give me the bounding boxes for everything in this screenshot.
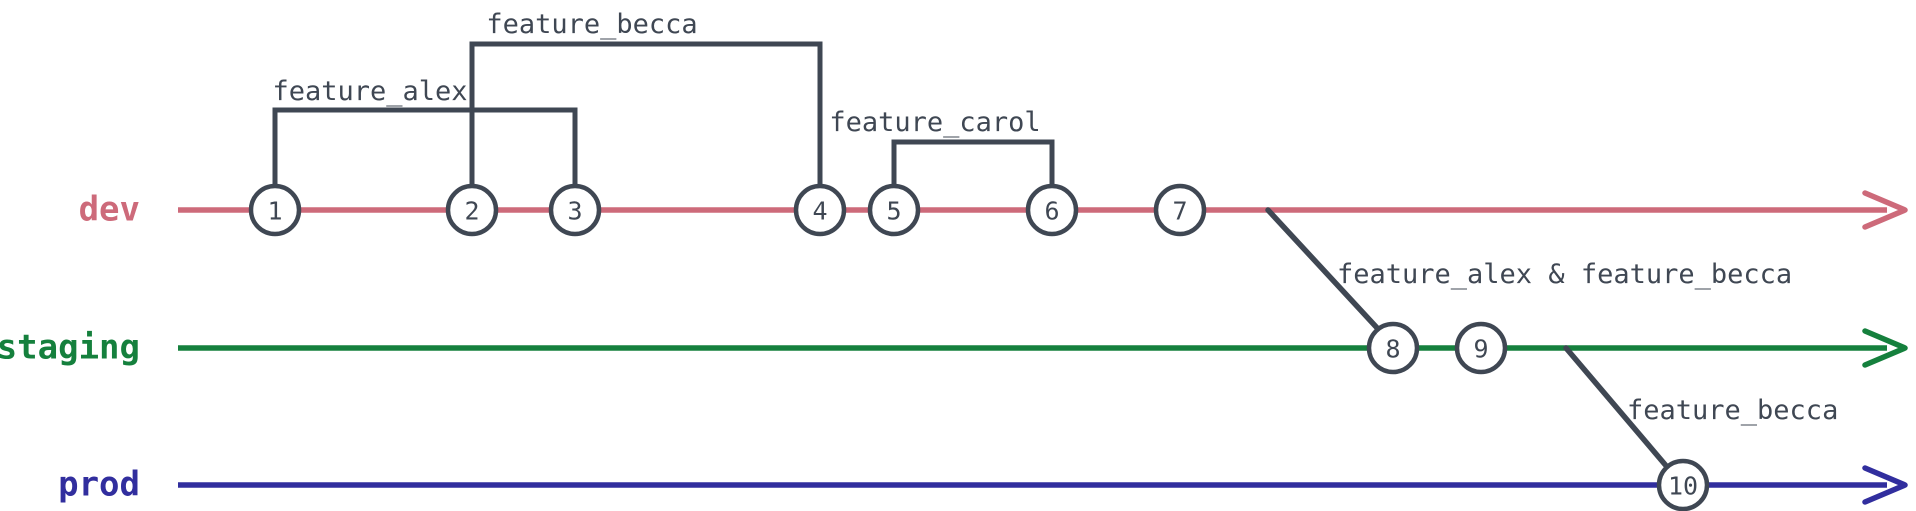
- branch-arrow-prod: [1862, 465, 1908, 505]
- commit-nodes-group: 1 2 3 4 5 6 7 8 9 10: [248, 183, 1710, 511]
- commit-node-label-8: 8: [1385, 335, 1400, 364]
- commit-node-circle-5: [867, 183, 921, 237]
- commit-node-10[interactable]: 10: [1656, 458, 1710, 511]
- feature-label-feature_alex: feature_alex: [272, 76, 467, 107]
- commit-node-circle-3: [548, 183, 602, 237]
- branch-label-staging: staging: [0, 328, 140, 368]
- branch-label-dev: dev: [79, 190, 140, 230]
- commit-node-4[interactable]: 4: [793, 183, 847, 237]
- merge-label-staging-to-prod: feature_becca: [1627, 395, 1838, 426]
- commit-node-circle-8: [1366, 321, 1420, 375]
- merge-edge-staging-to-prod: [1563, 345, 1671, 471]
- commit-node-label-5: 5: [886, 197, 901, 226]
- commit-node-7[interactable]: 7: [1153, 183, 1207, 237]
- commit-node-circle-6: [1025, 183, 1079, 237]
- feature-bracket-feature_alex: [272, 107, 578, 186]
- commit-node-label-9: 9: [1473, 335, 1488, 364]
- commit-node-label-7: 7: [1172, 197, 1187, 226]
- commit-node-2[interactable]: 2: [445, 183, 499, 237]
- merge-label-dev-to-staging: feature_alex & feature_becca: [1337, 259, 1792, 290]
- commit-node-label-1: 1: [267, 197, 282, 226]
- commit-node-label-10: 10: [1668, 472, 1698, 501]
- merge-edge-dev-to-staging: [1265, 207, 1382, 333]
- commit-node-circle-4: [793, 183, 847, 237]
- commit-node-label-6: 6: [1044, 197, 1059, 226]
- commit-node-5[interactable]: 5: [867, 183, 921, 237]
- commit-node-circle-1: [248, 183, 302, 237]
- commit-node-label-4: 4: [812, 197, 827, 226]
- merge-edges-group: [1265, 207, 1671, 471]
- commit-node-label-3: 3: [567, 197, 582, 226]
- branch-label-prod: prod: [58, 465, 140, 505]
- commit-node-9[interactable]: 9: [1454, 321, 1508, 375]
- commit-node-1[interactable]: 1: [248, 183, 302, 237]
- commit-node-3[interactable]: 3: [548, 183, 602, 237]
- feature-label-feature_carol: feature_carol: [829, 107, 1040, 138]
- feature-brackets-group: [272, 41, 1055, 186]
- commit-node-circle-9: [1454, 321, 1508, 375]
- branch-lines-group: [178, 190, 1908, 505]
- branch-arrow-dev: [1862, 190, 1908, 230]
- commit-node-circle-10: [1656, 458, 1710, 511]
- branch-labels-group: dev staging prod: [0, 190, 140, 505]
- feature-bracket-feature_becca: [469, 41, 823, 186]
- commit-node-circle-2: [445, 183, 499, 237]
- branch-arrow-staging: [1862, 328, 1908, 368]
- feature-label-feature_becca: feature_becca: [486, 9, 697, 40]
- commit-node-circle-7: [1153, 183, 1207, 237]
- commit-node-6[interactable]: 6: [1025, 183, 1079, 237]
- commit-node-8[interactable]: 8: [1366, 321, 1420, 375]
- text-labels-group: feature_alexfeature_beccafeature_carolfe…: [272, 9, 1838, 426]
- feature-bracket-feature_carol: [891, 139, 1055, 186]
- commit-node-label-2: 2: [464, 197, 479, 226]
